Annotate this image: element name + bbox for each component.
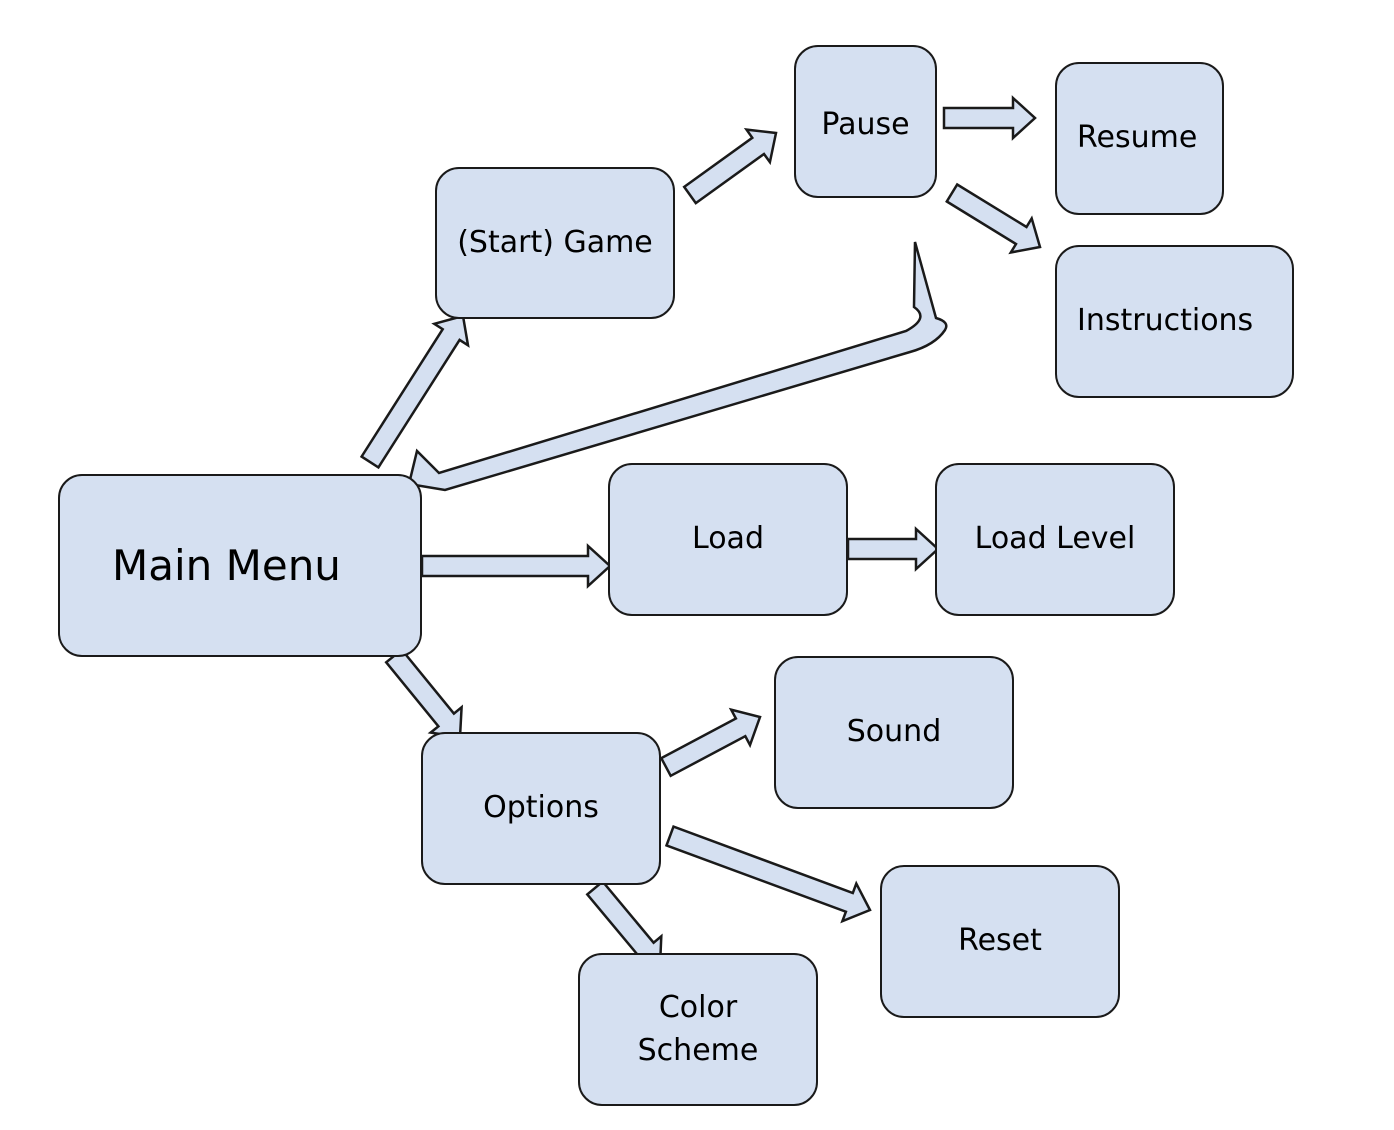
arrow-options-to-reset bbox=[664, 824, 872, 924]
resume-label: Resume bbox=[1077, 120, 1198, 156]
main-menu-node: Main Menu bbox=[58, 474, 422, 657]
arrow-pause-to-instructions bbox=[945, 182, 1042, 255]
pause-label: Pause bbox=[821, 107, 910, 142]
arrow-pause-to-resume bbox=[942, 95, 1037, 141]
sound-label: Sound bbox=[846, 714, 942, 750]
load-level-label: Load Level bbox=[974, 521, 1136, 557]
arrow-main-menu-to-options bbox=[384, 647, 464, 739]
main-menu-label: Main Menu bbox=[112, 540, 341, 590]
options-label: Options bbox=[483, 790, 599, 826]
arrow-start-game-to-pause bbox=[682, 128, 778, 205]
arrow-load-to-load-level bbox=[846, 526, 940, 572]
sound-node: Sound bbox=[774, 656, 1014, 809]
pause-node: Pause bbox=[794, 45, 937, 198]
start-game-node: (Start) Game bbox=[435, 167, 675, 319]
resume-node: Resume bbox=[1055, 62, 1224, 215]
instructions-label: Instructions bbox=[1077, 303, 1254, 339]
options-node: Options bbox=[421, 732, 661, 885]
reset-node: Reset bbox=[880, 865, 1120, 1018]
arrow-main-menu-to-start-game bbox=[359, 314, 470, 470]
arrow-options-to-sound bbox=[659, 707, 762, 778]
load-label: Load bbox=[692, 521, 764, 557]
start-game-label: (Start) Game bbox=[457, 224, 653, 260]
color-scheme-node: Color Scheme bbox=[578, 953, 818, 1106]
arrow-pause-to-main-menu bbox=[407, 241, 948, 492]
reset-label: Reset bbox=[958, 923, 1042, 959]
load-level-node: Load Level bbox=[935, 463, 1175, 616]
color-scheme-label: Color Scheme bbox=[637, 989, 759, 1068]
load-node: Load bbox=[608, 463, 848, 616]
arrow-main-menu-to-load bbox=[420, 543, 612, 589]
instructions-node: Instructions bbox=[1055, 245, 1294, 398]
